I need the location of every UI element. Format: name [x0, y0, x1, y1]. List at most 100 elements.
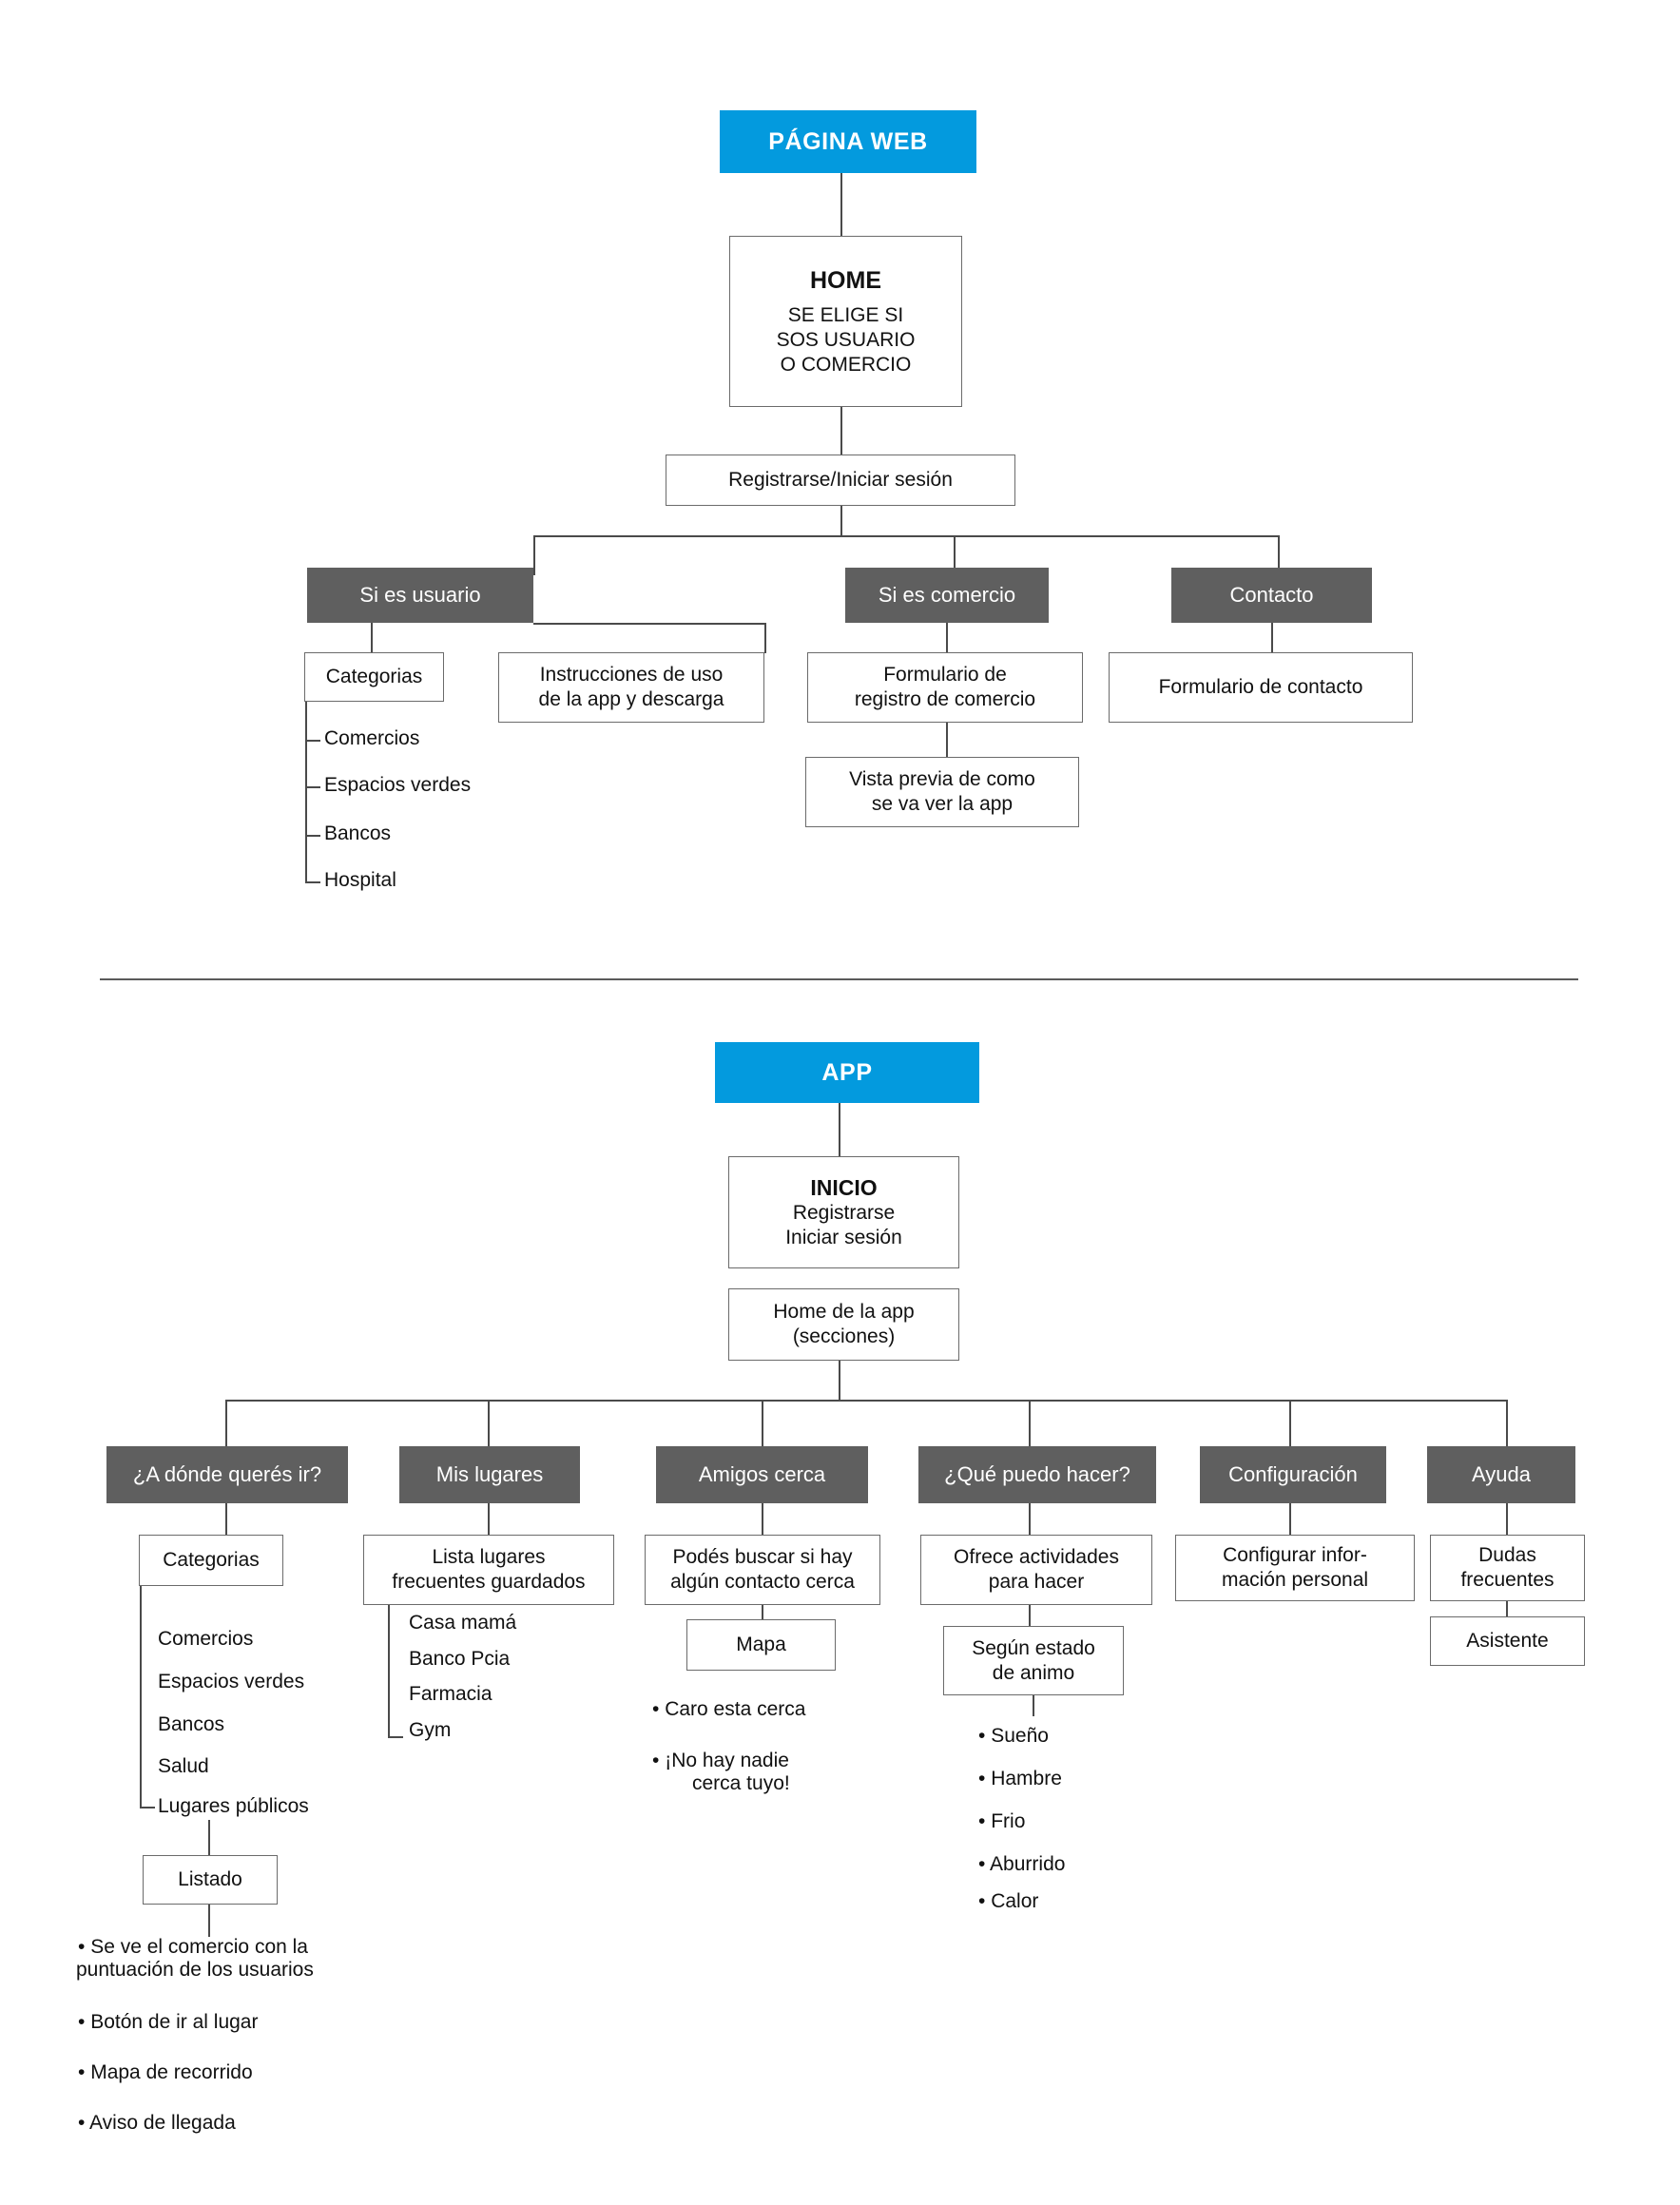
- estado-bullet: • Aburrido: [978, 1853, 1178, 1876]
- connector-categorias-listado: [208, 1820, 210, 1856]
- app-listado-label: Listado: [178, 1868, 242, 1891]
- app-inicio-node[interactable]: INICIO Registrarse Iniciar sesión: [728, 1156, 959, 1268]
- app-section-que-puedo-hacer[interactable]: ¿Qué puedo hacer?: [918, 1446, 1156, 1503]
- connector-dudas-asistente: [1506, 1601, 1508, 1617]
- connector-comercio-formulario: [946, 623, 948, 653]
- web-form-comercio-line2: registro de comercio: [854, 688, 1036, 710]
- web-vista-previa-line2: se va ver la app: [871, 793, 1014, 815]
- mis-lugares-item: Gym: [409, 1719, 452, 1741]
- tick-mis-lugares-3: [388, 1736, 403, 1738]
- web-branch-comercio-node[interactable]: Si es comercio: [845, 568, 1049, 623]
- app-config-info-node[interactable]: Configurar infor- mación personal: [1175, 1535, 1415, 1601]
- connector-web-root-home: [840, 173, 842, 236]
- app-categoria-item: Salud: [158, 1755, 209, 1777]
- web-categoria-item: Hospital: [324, 869, 396, 891]
- connector-quehacer-estado: [1029, 1605, 1031, 1627]
- app-config-info-line1: Configurar infor-: [1223, 1544, 1367, 1567]
- web-branch-contacto-label: Contacto: [1229, 582, 1314, 607]
- app-section-amigos-cerca[interactable]: Amigos cerca: [656, 1446, 868, 1503]
- app-section-configuracion[interactable]: Configuración: [1200, 1446, 1386, 1503]
- estado-bullet-label: Hambre: [991, 1768, 1062, 1789]
- web-auth-node[interactable]: Registrarse/Iniciar sesión: [666, 455, 1015, 506]
- app-ofrece-actividades-node[interactable]: Ofrece actividades para hacer: [920, 1535, 1152, 1605]
- web-instrucciones-line1: Instrucciones de uso: [539, 664, 724, 687]
- web-instrucciones-node[interactable]: Instrucciones de uso de la app y descarg…: [498, 652, 764, 723]
- app-lista-lugares-line2: frecuentes guardados: [392, 1571, 586, 1593]
- app-inicio-line1: Registrarse: [792, 1202, 896, 1225]
- app-section-amigos-cerca-label: Amigos cerca: [698, 1461, 826, 1486]
- web-vista-previa-line1: Vista previa de como: [849, 768, 1035, 791]
- connector-web-branch-comercio: [954, 535, 956, 575]
- app-amigos-buscar-line2: algún contacto cerca: [670, 1571, 855, 1593]
- bullet-dot-icon: •: [978, 1890, 986, 1912]
- bullet-dot-icon: •: [652, 1750, 660, 1771]
- app-categoria-item: Comercios: [158, 1628, 254, 1650]
- bullet-dot-icon: •: [78, 2061, 86, 2083]
- app-root-label: APP: [821, 1058, 873, 1086]
- listado-bullet: • Aviso de llegada: [78, 2112, 392, 2135]
- app-dudas-frecuentes-node[interactable]: Dudas frecuentes: [1430, 1535, 1585, 1601]
- connector-app-home-down: [839, 1361, 840, 1401]
- web-categoria-item: Comercios: [324, 727, 420, 749]
- connector-mis-lugares-spine: [388, 1605, 390, 1737]
- app-home-line1: Home de la app: [773, 1301, 915, 1324]
- listado-bullet: • Se ve el comercio con la puntuación de…: [76, 1936, 392, 1982]
- estado-bullet-label: Calor: [991, 1890, 1039, 1912]
- app-mapa-node[interactable]: Mapa: [686, 1619, 836, 1671]
- web-vista-previa-node[interactable]: Vista previa de como se va ver la app: [805, 757, 1079, 827]
- web-form-comercio-line1: Formulario de: [883, 664, 1007, 687]
- app-amigos-buscar-node[interactable]: Podés buscar si hay algún contacto cerca: [645, 1535, 880, 1605]
- app-home-node[interactable]: Home de la app (secciones): [728, 1288, 959, 1361]
- app-section-adonde[interactable]: ¿A dónde querés ir?: [106, 1446, 348, 1503]
- connector-amigos-box: [762, 1503, 763, 1536]
- listado-bullet-line1: Botón de ir al lugar: [90, 2011, 259, 2033]
- app-categoria-item: Bancos: [158, 1713, 225, 1735]
- web-home-title: HOME: [810, 266, 881, 294]
- section-divider: [100, 978, 1578, 980]
- app-asistente-node[interactable]: Asistente: [1430, 1616, 1585, 1666]
- connector-comercio-vista: [946, 723, 948, 757]
- connector-estado-bullets: [1033, 1695, 1034, 1716]
- connector-app-sec-0: [225, 1400, 227, 1449]
- connector-app-sec-5: [1506, 1400, 1508, 1449]
- app-lista-lugares-node[interactable]: Lista lugares frecuentes guardados: [363, 1535, 614, 1605]
- app-section-ayuda[interactable]: Ayuda: [1427, 1446, 1575, 1503]
- app-home-line2: (secciones): [792, 1325, 896, 1347]
- connector-usuario-instr-bar: [533, 623, 765, 625]
- tick-app-cat-4: [140, 1807, 155, 1808]
- web-form-comercio-node[interactable]: Formulario de registro de comercio: [807, 652, 1083, 723]
- app-categorias-node[interactable]: Categorias: [139, 1535, 283, 1586]
- app-asistente-label: Asistente: [1466, 1630, 1549, 1653]
- web-branch-usuario-label: Si es usuario: [359, 582, 481, 607]
- connector-listado-bullets: [208, 1905, 210, 1937]
- web-auth-label: Registrarse/Iniciar sesión: [728, 469, 953, 492]
- web-branch-usuario-node[interactable]: Si es usuario: [307, 568, 533, 623]
- tick-web-cat-1: [305, 786, 320, 788]
- web-home-node[interactable]: HOME SE ELIGE SI SOS USUARIO O COMERCIO: [729, 236, 962, 407]
- bullet-dot-icon: •: [978, 1853, 986, 1875]
- app-root-node[interactable]: APP: [715, 1042, 979, 1103]
- web-branch-contacto-node[interactable]: Contacto: [1171, 568, 1372, 623]
- app-section-configuracion-label: Configuración: [1228, 1461, 1358, 1486]
- amigos-bullet: • ¡No hay nadie cerca tuyo!: [652, 1750, 871, 1795]
- listado-bullet-line1: Aviso de llegada: [89, 2112, 236, 2134]
- connector-web-categorias-spine: [305, 702, 307, 882]
- app-inicio-title: INICIO: [810, 1175, 878, 1201]
- web-root-label: PÁGINA WEB: [768, 127, 928, 155]
- connector-quehacer-box: [1029, 1503, 1031, 1536]
- app-section-mis-lugares[interactable]: Mis lugares: [399, 1446, 580, 1503]
- app-amigos-buscar-line1: Podés buscar si hay: [672, 1546, 853, 1569]
- web-form-contacto-node[interactable]: Formulario de contacto: [1109, 652, 1413, 723]
- web-home-line1: SE ELIGE SI: [787, 304, 904, 327]
- connector-web-fanout-bar: [533, 535, 1279, 537]
- bullet-dot-icon: •: [978, 1810, 986, 1832]
- bullet-dot-icon: •: [978, 1768, 986, 1789]
- app-estado-animo-node[interactable]: Según estado de animo: [943, 1626, 1124, 1695]
- app-categorias-label: Categorias: [163, 1549, 260, 1572]
- app-listado-node[interactable]: Listado: [143, 1855, 278, 1905]
- web-branch-comercio-label: Si es comercio: [878, 582, 1016, 607]
- web-categorias-node[interactable]: Categorias: [304, 652, 444, 702]
- web-root-node[interactable]: PÁGINA WEB: [720, 110, 976, 173]
- connector-web-auth-down: [840, 506, 842, 536]
